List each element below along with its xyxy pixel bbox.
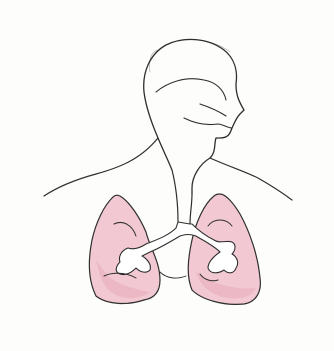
torso-right-outline — [210, 158, 292, 200]
nasal-airway — [156, 79, 232, 128]
torso-left-outline — [44, 138, 158, 196]
trachea — [172, 170, 192, 224]
mediastinum-line — [160, 272, 186, 278]
head-outline — [144, 39, 244, 194]
head-sketch-guide — [149, 40, 230, 72]
